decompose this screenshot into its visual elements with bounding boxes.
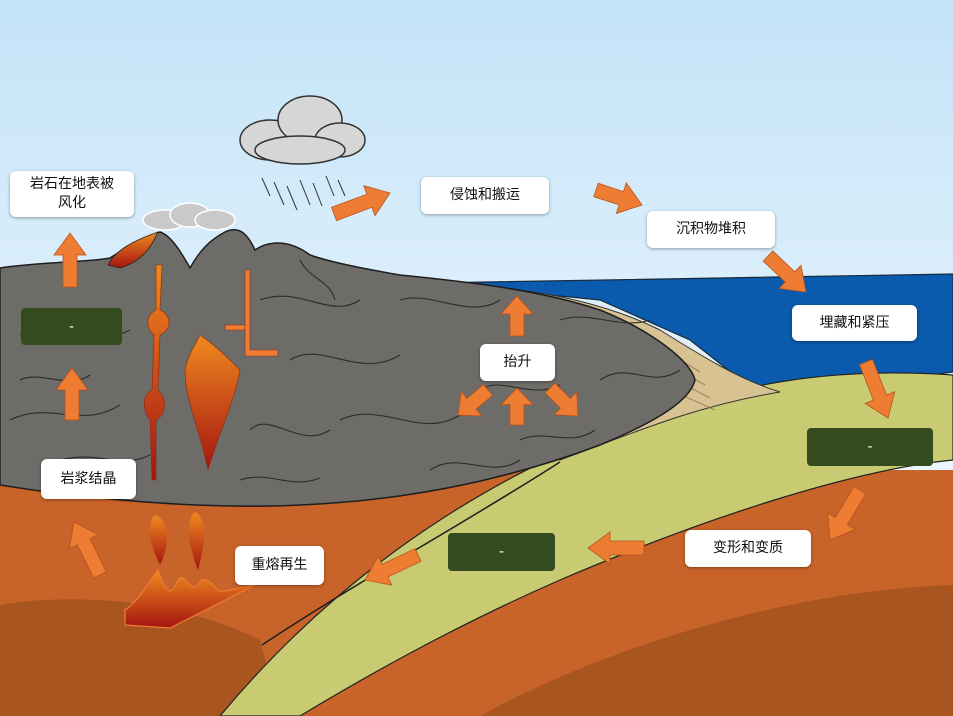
arrow-crystallize-up [55, 367, 89, 421]
arrow-uplift-right [544, 382, 579, 417]
arrow-burial-down [858, 358, 896, 419]
label-burial: 埋藏和紧压 [792, 305, 917, 341]
deep-right-dark [480, 585, 953, 716]
arrow-uplift-left [457, 384, 494, 417]
arrow-erosion-deposit [593, 182, 643, 215]
label-erosion: 侵蚀和搬运 [421, 177, 549, 214]
rock-texture [9, 259, 681, 483]
process-arrows [53, 182, 896, 586]
arrow-rain-erosion [330, 185, 391, 222]
rain-lines [261, 175, 346, 211]
arrow-weathering-up [53, 232, 87, 288]
label-uplift: 抬升 [480, 344, 555, 381]
sediment-slab [219, 372, 953, 716]
blank-box-left[interactable]: - [21, 308, 122, 345]
magma-chamber [124, 568, 256, 629]
arrow-remelt-up [68, 521, 107, 579]
blank-box-right[interactable]: - [807, 428, 933, 466]
arrow-uplift-top [500, 295, 534, 337]
magma-dyke [143, 264, 170, 481]
label-crystallization: 岩浆结晶 [41, 459, 136, 499]
label-metamorphism: 变形和变质 [685, 530, 811, 567]
rain-cloud [239, 95, 366, 165]
label-deposition: 沉积物堆积 [647, 211, 775, 248]
magma-intrusion [184, 334, 241, 471]
rock-mass [0, 229, 696, 507]
blank-box-middle[interactable]: - [448, 533, 555, 571]
magma-sill [224, 269, 279, 357]
arrow-deposit-burial [762, 250, 807, 293]
ash-cloud [142, 202, 236, 231]
lava-flow [107, 231, 159, 269]
arrow-metamorph-down [827, 485, 867, 541]
arrow-to-middle-blank [587, 531, 645, 565]
magma-drop-1 [149, 515, 167, 565]
deep-left-dark [0, 599, 280, 716]
arrow-uplift-center [500, 387, 534, 426]
label-remelting: 重熔再生 [235, 546, 324, 585]
label-weathering: 岩石在地表被 风化 [10, 171, 134, 217]
magma-drop-2 [188, 512, 204, 570]
arrow-to-remelting [364, 548, 422, 586]
